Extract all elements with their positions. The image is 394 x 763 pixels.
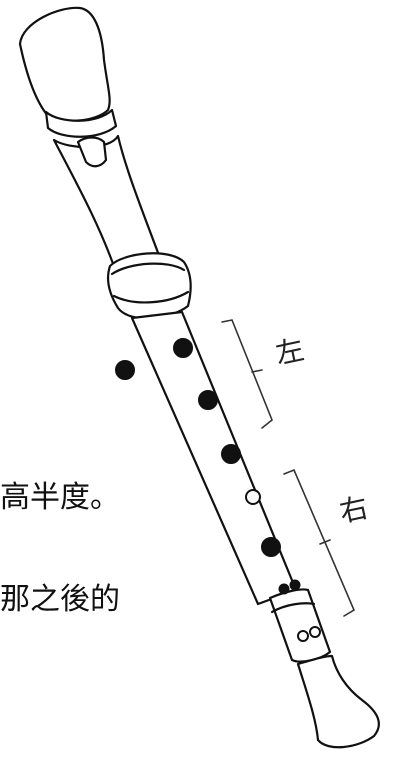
thumb-hole — [115, 360, 135, 380]
finger-hole-5 — [261, 537, 281, 557]
recorder-head-joint — [52, 134, 162, 274]
background-text-line-1: 高半度。 — [0, 480, 120, 515]
recorder-body-joint — [130, 310, 298, 606]
finger-hole-6b — [289, 579, 301, 591]
left-hand-bracket — [221, 319, 273, 429]
finger-hole-7b — [309, 626, 321, 638]
finger-hole-4 — [245, 489, 261, 505]
recorder-foot-joint — [268, 588, 332, 663]
recorder-bell — [296, 654, 380, 749]
finger-hole-1 — [173, 338, 193, 358]
left-hand-label: 左 — [273, 333, 307, 371]
finger-hole-2 — [198, 390, 218, 410]
finger-hole-3 — [221, 444, 241, 464]
right-hand-bracket — [283, 468, 356, 617]
recorder-head-ring — [44, 108, 118, 138]
recorder-mouthpiece — [18, 6, 111, 122]
right-hand-label: 右 — [337, 491, 371, 529]
background-text-line-2: 那之後的 — [0, 582, 120, 617]
finger-hole-7a — [297, 630, 309, 642]
finger-hole-6a — [278, 583, 290, 595]
recorder-window — [76, 136, 108, 168]
